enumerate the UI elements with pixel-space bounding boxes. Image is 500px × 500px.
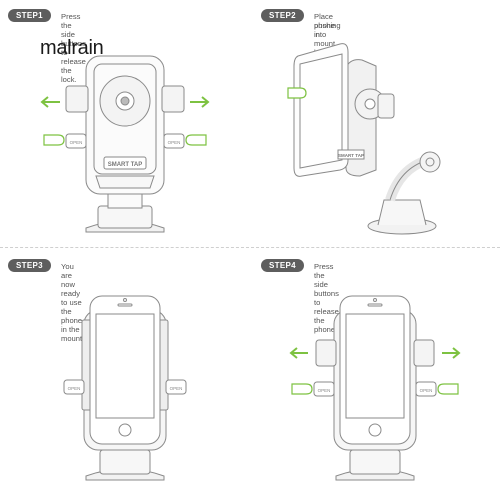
step2-badge: STEP2: [261, 9, 304, 22]
step4-badge: STEP4: [261, 259, 304, 272]
step4-text: Press the side buttons to release the ph…: [314, 262, 339, 334]
step1-device-label: SMART TAP: [108, 162, 143, 168]
step1-mount-illustration: SMART TAP OPEN OPEN: [40, 55, 210, 233]
step3-badge: STEP3: [8, 259, 51, 272]
step1-open-right: OPEN: [168, 140, 181, 145]
step4-mount-illustration: OPEN OPEN: [289, 295, 461, 481]
step1-text: Press the side buttons to release the lo…: [61, 12, 86, 84]
step3-text: You are now ready to use the phone in th…: [61, 262, 83, 343]
step4-right-hand-icon: [437, 383, 459, 395]
brand-logo: malrain: [40, 37, 104, 59]
step2-device-label: SMART TAP: [338, 153, 364, 158]
step1-left-hand-icon: [43, 134, 65, 146]
step2-hand-icon: [287, 87, 307, 99]
step1-open-left: OPEN: [70, 140, 83, 145]
step4-open-left: OPEN: [318, 388, 331, 393]
step4-open-right: OPEN: [420, 388, 433, 393]
step3-open-left: OPEN: [68, 386, 81, 391]
step2-mount-illustration: SMART TAP: [287, 43, 441, 235]
step4-left-hand-icon: [291, 383, 313, 395]
step1-right-hand-icon: [185, 134, 207, 146]
step1-badge: STEP1: [8, 9, 51, 22]
step3-open-right: OPEN: [170, 386, 183, 391]
step3-mount-illustration: OPEN OPEN: [63, 295, 187, 481]
step2-text-line2: pushing in.: [314, 21, 341, 39]
row-divider: [0, 247, 500, 248]
